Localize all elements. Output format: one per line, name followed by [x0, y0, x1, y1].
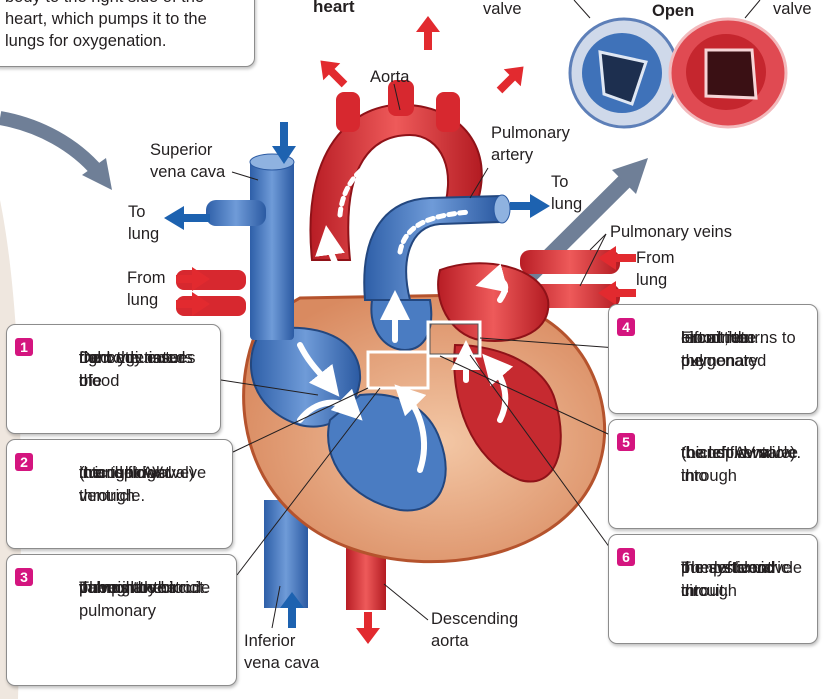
heading-heart: heart [313, 0, 355, 16]
label-aorta: Aorta [370, 68, 410, 86]
aorta-branch-3 [436, 92, 460, 132]
step-badge-1: 1 [15, 338, 33, 356]
label-to-lung-right-2: lung [551, 195, 583, 213]
step-3-line-3: through the pulmonary [79, 579, 163, 620]
label-from-lung-right-2: lung [636, 271, 668, 289]
red-right-arrow-from-lung-2 [176, 292, 210, 316]
leader-lines [220, 83, 622, 629]
step-6-line-3: the aortic valve into [681, 559, 792, 600]
blue-left-arrow-to-lung [164, 206, 210, 230]
pulmonary-artery-left-branch [206, 200, 266, 226]
step-box-5: 5 …and flows through the left AV valve (… [608, 419, 818, 529]
incoming-flow-arrowhead [82, 158, 112, 190]
step-4-line-1: From the pulmonary [681, 329, 759, 370]
superior-vena-cava [250, 160, 294, 340]
label-to-lung-right-1: To [551, 173, 569, 191]
intro-line-2: heart, which pumps it to the [5, 10, 207, 28]
blue-up-arrow-ivc [280, 592, 304, 628]
label-inferior-vena-cava-2: vena cava [244, 654, 320, 672]
step-badge-2: 2 [15, 453, 33, 471]
step-badge-5: 5 [617, 433, 635, 451]
red-up-arrow-aorta [416, 16, 440, 50]
inset-open-label: Open [652, 2, 695, 20]
label-superior-vena-cava-2: vena cava [150, 163, 226, 181]
step-badge-4: 4 [617, 318, 635, 336]
step-5-line-3: (bicuspid valve) into [681, 444, 796, 485]
aorta-branch-2 [388, 80, 414, 116]
step-2-line-2: the right AV valve [79, 464, 207, 482]
red-right-arrow-from-lung-1 [176, 267, 210, 291]
step-1-line-2: from the tissues of [79, 349, 196, 390]
red-left-arrow-from-lung-1 [598, 246, 636, 270]
step-3-line-2: pumps the blood [79, 579, 202, 597]
step-1-line-4: right atrium… [79, 349, 179, 367]
label-descending-aorta-1: Descending [431, 610, 519, 628]
label-pulmonary-artery-2: artery [491, 146, 534, 164]
step-5-line-1: …and flows through [681, 444, 768, 485]
red-arrow-aorta-left [320, 60, 348, 88]
label-from-lung-left-2: lung [127, 291, 159, 309]
step-box-6: 6 The left ventricle pumps blood through… [608, 534, 818, 644]
step-box-1: 1 Deoxygenated blood from the tissues of… [6, 324, 221, 434]
step-3-line-5: pulmonary circuit. [79, 579, 209, 597]
red-left-arrow-from-lung-2 [598, 281, 636, 305]
label-pulmonary-veins: Pulmonary veins [610, 223, 732, 241]
step-3-line-4: valve into the [79, 579, 177, 597]
step-6-line-2: pumps blood through [681, 559, 776, 600]
blue-right-arrow-to-lung [510, 194, 550, 218]
step-4-line-3: blood returns to the [681, 329, 796, 370]
step-3-line-1: The right ventricle [79, 579, 211, 597]
intro-box: body to the right side of the heart, whi… [0, 0, 255, 67]
incoming-flow-arrow [0, 111, 104, 177]
inset-left-valve-label: valve [483, 0, 522, 18]
red-down-arrow-desc-aorta [356, 612, 380, 644]
label-from-lung-left-1: From [127, 269, 166, 287]
step-box-4: 4 From the pulmonary circuit, the oxygen… [608, 304, 818, 414]
inset-right-valve-label: valve [773, 0, 812, 18]
blood-flow-arrows [297, 225, 514, 473]
step-1-line-1: Deoxygenated blood [79, 349, 186, 390]
outgoing-flow-arrowhead [612, 158, 648, 194]
step-badge-3: 3 [15, 568, 33, 586]
label-from-lung-right-1: From [636, 249, 675, 267]
step-1-line-3: the body enters the [79, 349, 193, 390]
step-2-line-4: into the right ventricle. [79, 464, 170, 505]
step-4-line-4: left atrium… [681, 329, 770, 347]
label-inferior-vena-cava-1: Inferior [244, 632, 296, 650]
step-box-2: 2 …and flows through the right AV valve … [6, 439, 233, 549]
intro-line-3: lungs for oxygenation. [5, 32, 167, 50]
label-to-lung-left-2: lung [128, 225, 160, 243]
step-2-line-1: …and flows through [79, 464, 166, 505]
intro-line-1: body to the right side of the [5, 0, 204, 9]
blue-down-arrow-svc [272, 122, 296, 164]
step-4-line-2: circuit, the oxygenated [681, 329, 767, 370]
step-box-3: 3 The right ventricle pumps the blood th… [6, 554, 237, 686]
direction-arrows [164, 16, 636, 644]
step-6-line-1: The left ventricle [681, 559, 803, 577]
label-pulmonary-artery-1: Pulmonary [491, 124, 570, 142]
step-badge-6: 6 [617, 548, 635, 566]
step-6-line-4: the systemic circuit. [681, 559, 773, 600]
red-arrow-aorta-right [496, 66, 524, 94]
step-5-line-2: the left AV valve [681, 444, 799, 462]
label-to-lung-left-1: To [128, 203, 146, 221]
aorta-branch-1 [336, 92, 360, 132]
step-5-line-4: the left ventricle. [681, 444, 802, 462]
label-descending-aorta-2: aorta [431, 632, 469, 650]
step-2-line-3: (tricuspid valve) [79, 464, 195, 482]
dotted-flow-arrows [337, 151, 473, 255]
label-superior-vena-cava-1: Superior [150, 141, 213, 159]
valve-inset [568, 0, 788, 129]
